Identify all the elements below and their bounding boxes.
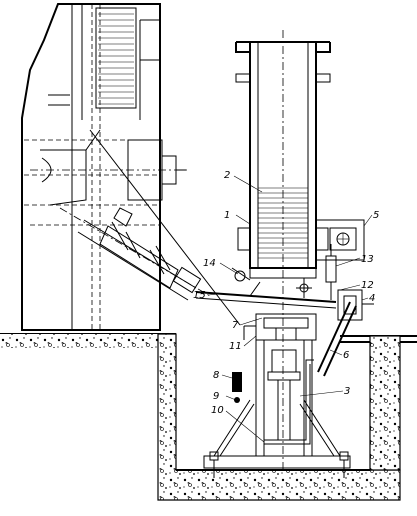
radiator-fins [95,7,137,109]
callout-9: 9 [213,391,219,402]
callout-12: 12 [361,280,374,291]
callout-11: 11 [229,341,242,352]
machine-body [21,3,190,331]
callout-4: 4 [369,293,375,304]
pit-walls [175,342,371,470]
callout-10: 10 [211,405,224,416]
callout-8: 8 [213,370,219,381]
callout-3: 3 [344,386,350,397]
callout-5: 5 [373,210,379,221]
callout-7: 7 [232,320,239,331]
piston-head [243,313,317,341]
plate-stack [258,187,308,259]
inclined-arm [59,207,211,301]
callout-2: 2 [224,170,230,181]
vertical-column [235,30,331,500]
drive-hub [30,139,190,201]
link-rod [89,129,241,326]
control-box [315,219,365,261]
callout-14: 14 [203,258,216,269]
callout-6: 6 [343,350,349,361]
callout-leaders [207,175,373,443]
callout-15: 15 [193,290,206,301]
valve [232,372,242,403]
ground-line [0,333,176,348]
pipe [317,301,357,377]
pit-foundation [157,333,401,501]
base-frame [203,339,351,478]
callout-labels: 1 2 3 4 5 6 7 8 9 10 11 12 13 14 15 [193,170,379,416]
callout-1: 1 [224,210,230,221]
callout-13: 13 [361,254,374,265]
